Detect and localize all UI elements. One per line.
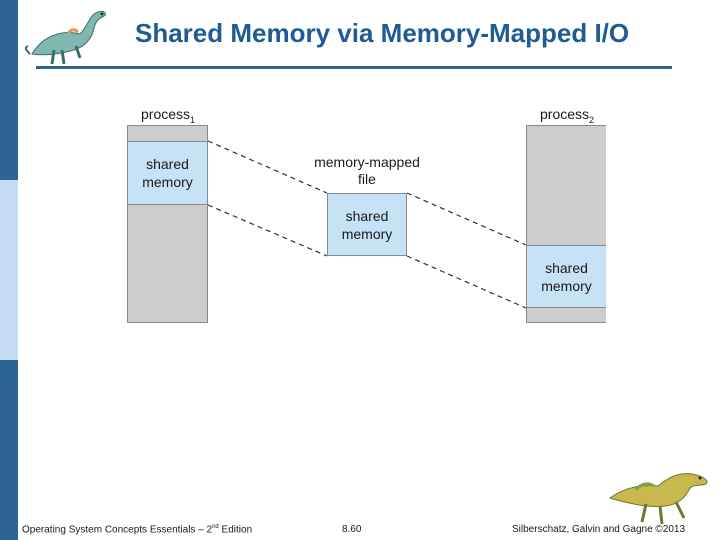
connector-p1-top	[207, 140, 328, 194]
process1-shared-label: shared memory	[142, 156, 193, 190]
dinosaur-mascot-icon	[608, 473, 708, 525]
memory-mapped-file-box	[327, 193, 407, 256]
dinosaur-logo-icon	[24, 11, 107, 65]
side-bar-top	[0, 0, 18, 180]
footer-page-number: 8.60	[342, 524, 362, 535]
footer-copyright: Silberschatz, Galvin and Gagne ©2013	[512, 524, 686, 535]
slide-title: Shared Memory via Memory-Mapped I/O	[135, 18, 630, 48]
process2-shared-label: shared memory	[541, 259, 592, 294]
side-bar-bottom	[0, 360, 18, 540]
side-bar-middle	[0, 180, 18, 360]
title-underline	[36, 66, 672, 69]
memory-mapped-file-box-label: shared memory	[341, 207, 393, 242]
connector-p1-bottom	[207, 204, 328, 257]
process1-shared-region	[128, 141, 207, 205]
footer-book-title: Operating System Concepts Essentials – 2…	[22, 524, 253, 536]
process2-shared-region	[527, 245, 606, 308]
memory-mapped-file-label: memory-mapped file	[314, 154, 420, 187]
process1-label: process1	[141, 106, 196, 125]
process2-label: process2	[540, 106, 595, 125]
connector-p2-bottom	[406, 255, 527, 309]
connector-p2-top	[406, 192, 527, 246]
